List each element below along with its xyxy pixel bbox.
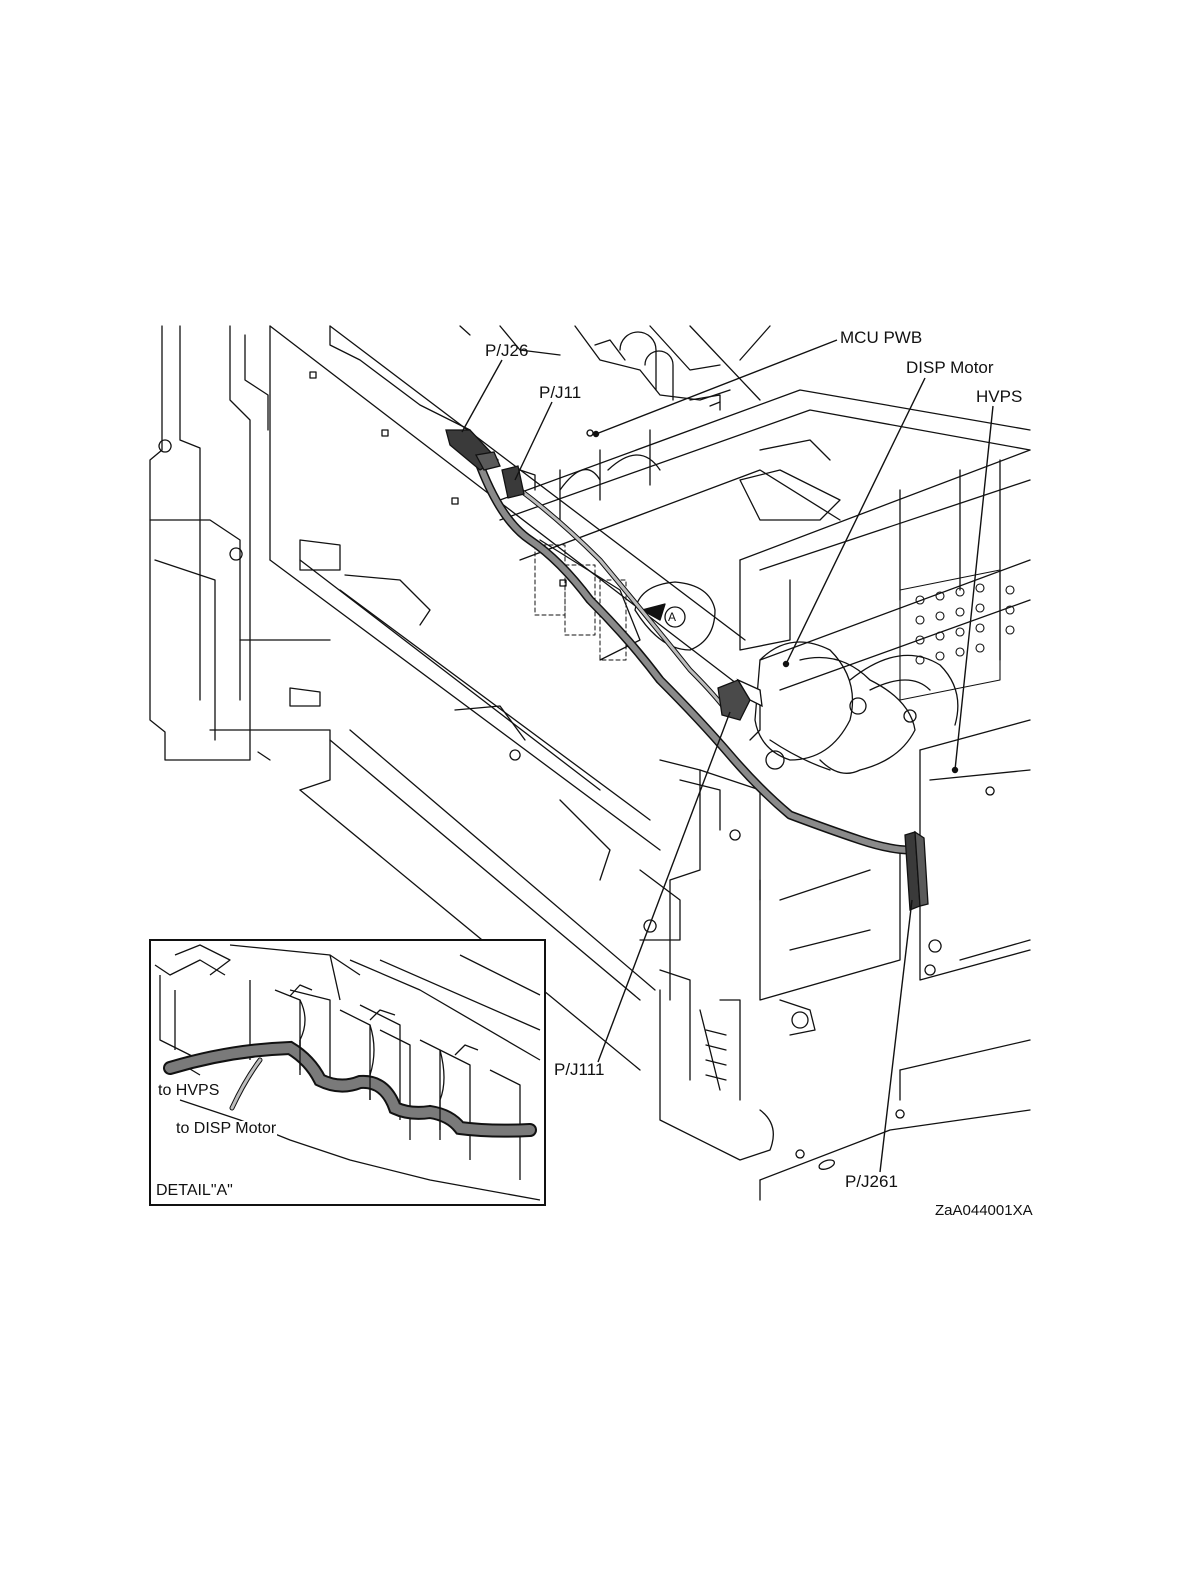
left-frame-drawing [150, 326, 330, 790]
label-pj11: P/J11 [539, 384, 581, 401]
disp-motor-drawing [750, 642, 958, 773]
connector-pj26 [446, 430, 500, 470]
right-frame-drawing [740, 450, 1030, 1200]
grill-drawing [900, 570, 1014, 700]
figure-code: ZaA044001XA [935, 1203, 1033, 1218]
label-pj111: P/J111 [554, 1061, 604, 1078]
detail-label-to-hvps: to HVPS [157, 1083, 220, 1099]
label-mcu-pwb: MCU PWB [840, 329, 922, 346]
detail-label-to-disp-motor: to DISP Motor [175, 1121, 277, 1137]
detail-a-inset [150, 940, 545, 1205]
connector-pj261 [905, 832, 928, 910]
dashed-guides [535, 545, 626, 660]
lower-bracket-drawing [640, 760, 900, 1169]
label-pj26: P/J26 [485, 342, 528, 359]
callout-marker-a: A [668, 611, 676, 623]
detail-title: DETAIL"A" [156, 1183, 233, 1199]
label-disp-motor: DISP Motor [906, 359, 994, 376]
label-hvps: HVPS [976, 388, 1022, 405]
wire-harnesses [478, 460, 910, 850]
label-pj261: P/J261 [845, 1173, 898, 1190]
